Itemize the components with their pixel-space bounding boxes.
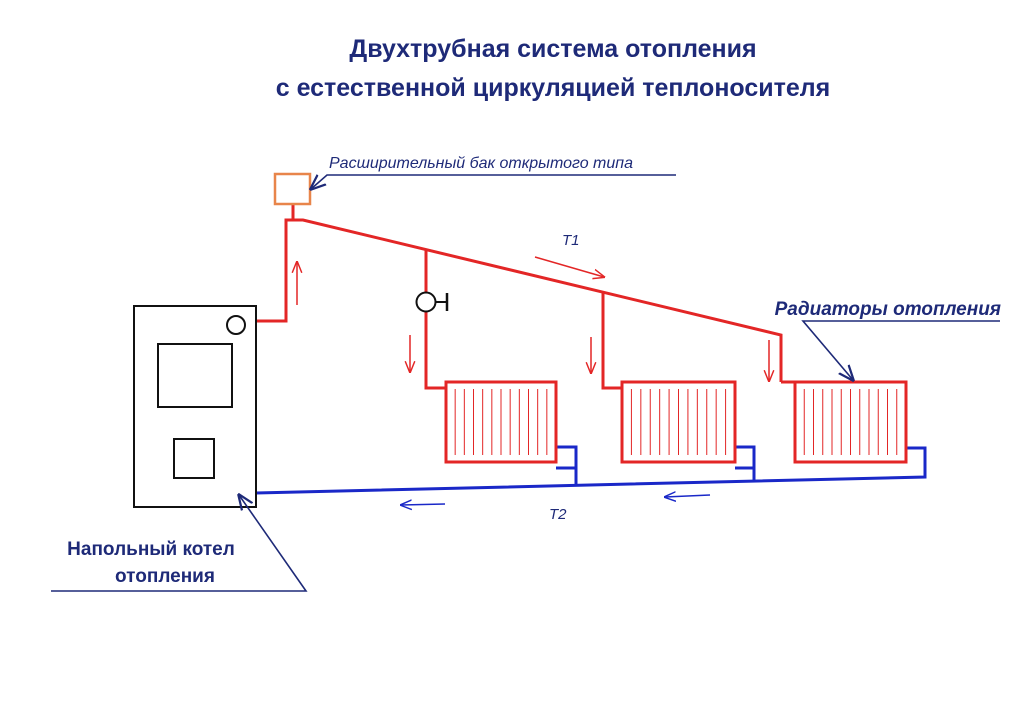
flow-arrow-supply [534,256,604,277]
boiler-label-line-2: отопления [115,566,215,587]
floor-boiler [133,305,257,508]
radiator [444,380,558,464]
boiler-upper-door [157,343,233,408]
flow-arrow-return [665,495,711,497]
boiler-label-line-1: Напольный котел [67,539,235,560]
diagram-title-line-2: с естественной циркуляцией теплоносителя [276,74,831,102]
flow-arrow-return [401,504,446,505]
boiler-lower-door [173,438,215,479]
expansion-tank [273,172,312,206]
valve-icon [415,291,449,313]
supply-pipe-label: T1 [562,232,580,249]
diagram-title-line-1: Двухтрубная система отопления [349,35,756,63]
flow-arrows [297,256,769,505]
expansion-tank-label: Расширительный бак открытого типа [329,155,633,172]
return-pipe-t2 [255,445,927,495]
boiler-gauge [226,315,246,335]
expansion-tank-leader [311,175,676,189]
radiators-leader [801,320,1000,380]
radiators-label: Радиаторы отопления [775,299,1001,320]
radiator [793,380,908,464]
supply-pipe-t1 [256,204,795,390]
radiator [620,380,737,464]
boiler-leader [51,495,308,592]
return-pipe-label: T2 [549,506,567,523]
